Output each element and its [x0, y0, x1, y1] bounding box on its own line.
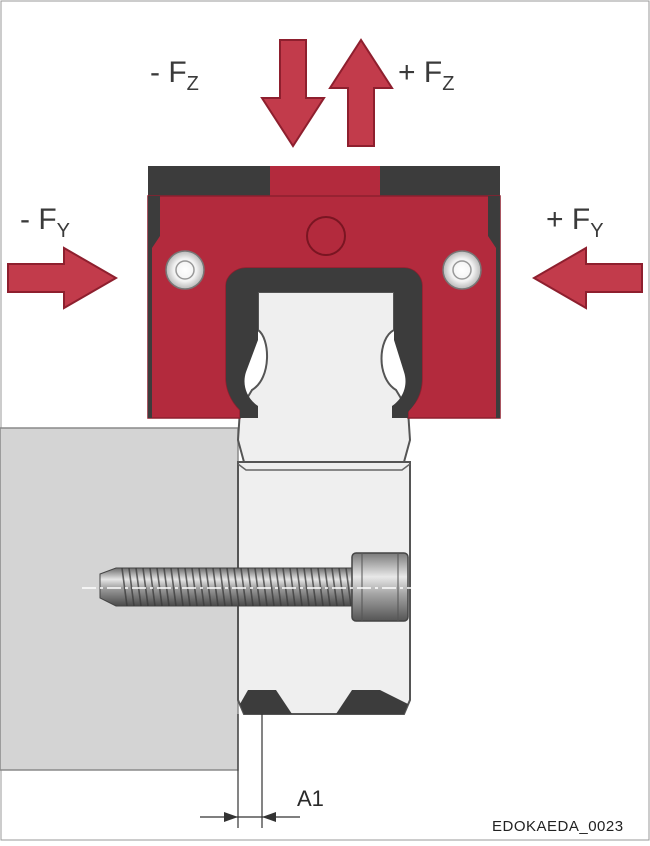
arrow-pos-fy [531, 246, 643, 310]
label-pos-fz: + FZ [398, 56, 455, 95]
screw [99, 552, 409, 622]
lube-port [306, 216, 346, 256]
carriage-side-left [148, 196, 160, 418]
screw-head [351, 552, 409, 622]
rail-chamfer-right [336, 690, 408, 714]
label-pos-fy: + FY [546, 203, 604, 242]
arrow-neg-fy [7, 246, 119, 310]
arrow-neg-fz [260, 39, 326, 148]
arrow-pos-fz [328, 38, 394, 147]
label-neg-fz: - FZ [150, 56, 199, 95]
figure-code: EDOKAEDA_0023 [492, 818, 624, 835]
ball-left [165, 250, 205, 290]
rail-head [236, 291, 412, 463]
carriage-side-right [488, 196, 500, 418]
rail-chamfer-left [240, 690, 292, 714]
dimension-a1 [200, 714, 300, 828]
dimension-label: A1 [297, 786, 324, 811]
ball-right [442, 250, 482, 290]
label-neg-fy: - FY [20, 203, 70, 242]
carriage-top-center [270, 166, 380, 196]
carriage-inner-seal [226, 268, 422, 418]
